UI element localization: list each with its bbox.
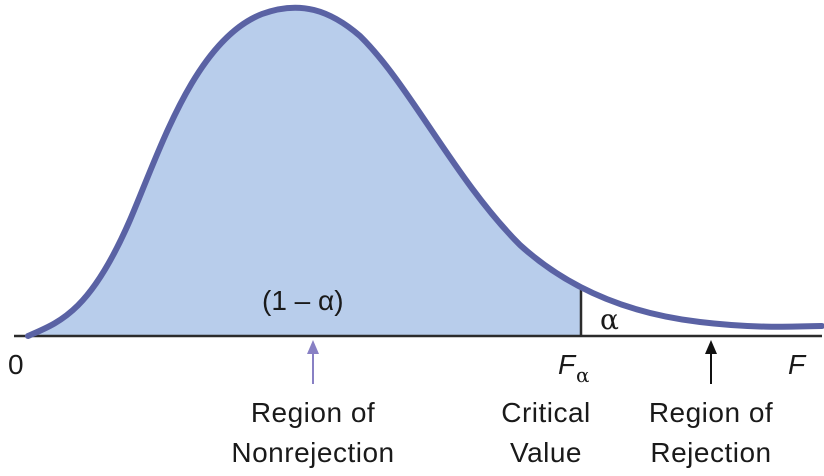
rejection-arrow [705, 340, 717, 384]
nonrejection-area [28, 7, 581, 336]
critical-value-label-line2: Value [510, 437, 582, 468]
nonrejection-area-label: (1 – α) [262, 285, 344, 316]
nonrejection-arrow [307, 340, 319, 384]
critical-value-label-line1: Critical [501, 397, 591, 428]
rejection-area-label: α [600, 303, 619, 336]
nonrejection-label-line1: Region of [251, 397, 375, 428]
rejection-label-line2: Rejection [650, 437, 771, 468]
rejection-label-line1: Region of [649, 397, 773, 428]
nonrejection-label-line2: Nonrejection [231, 437, 394, 468]
critical-symbol-label: F [558, 349, 577, 380]
f-density-curve [25, 4, 824, 339]
critical-value-symbol: F α [558, 349, 590, 387]
critical-subscript-label: α [576, 363, 590, 387]
origin-label: 0 [8, 349, 24, 380]
axis-end-label: F [788, 349, 807, 380]
